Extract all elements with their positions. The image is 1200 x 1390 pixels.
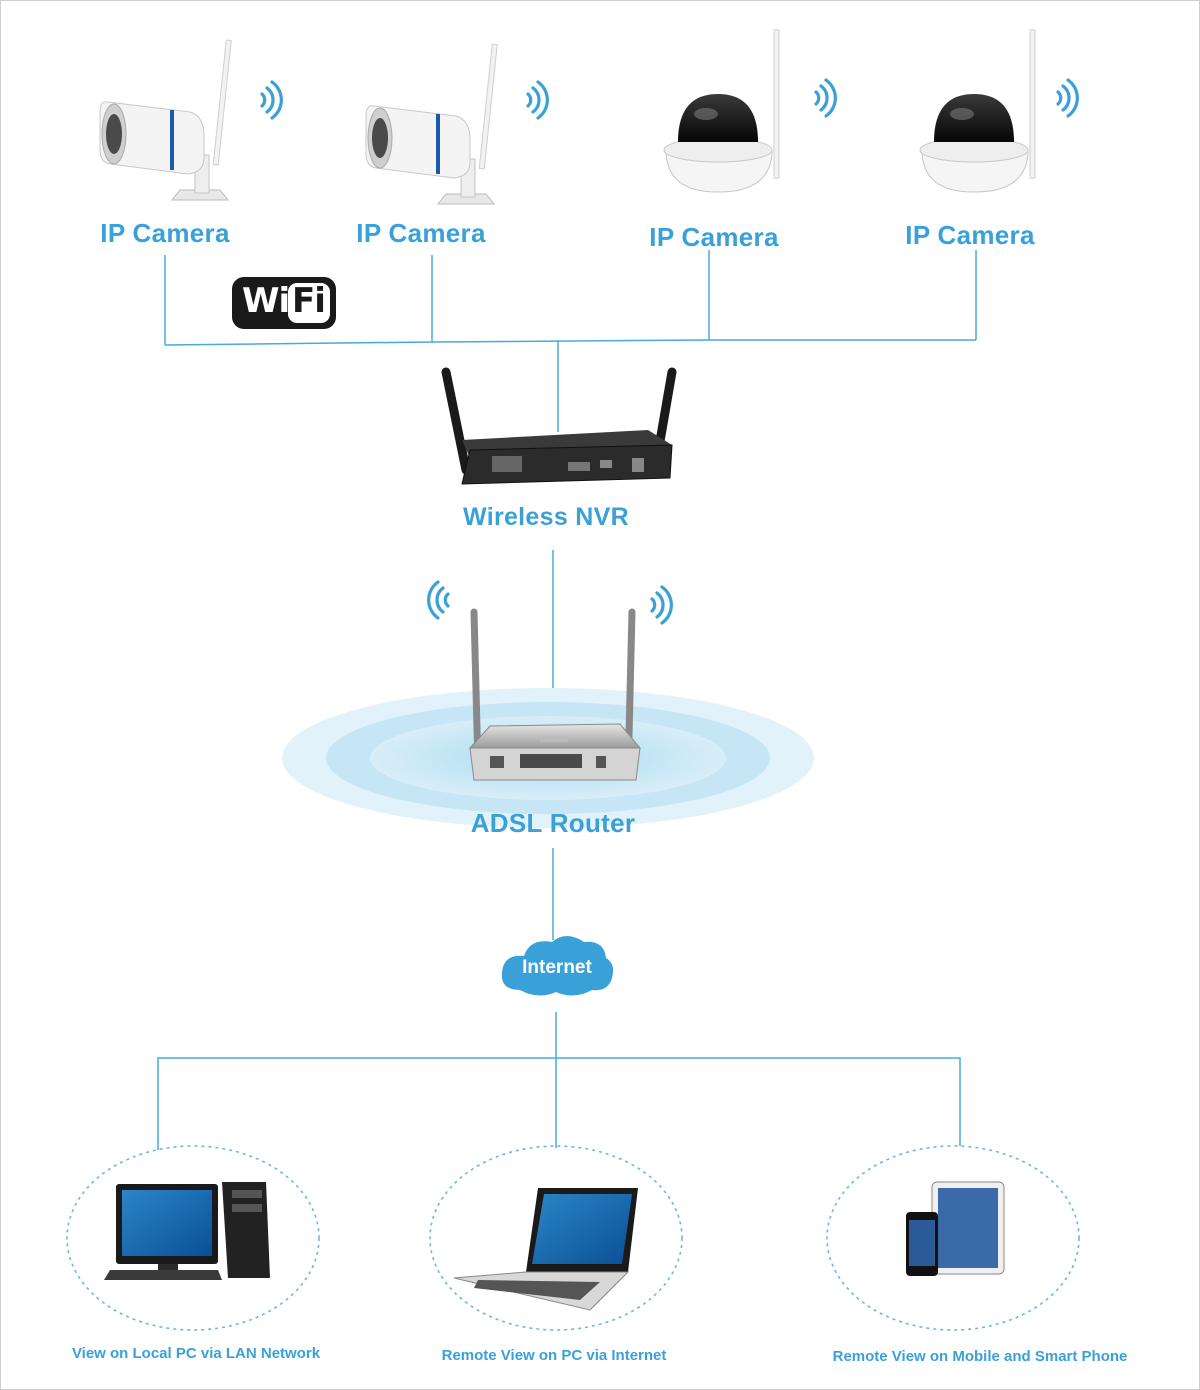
wifi-logo-icon: Wi Fi [232,277,336,329]
desktop-pc-icon [104,1182,270,1280]
connection-lines [157,250,977,1150]
tablet-phone-icon [906,1181,1005,1276]
camera-label-1: IP Camera [100,218,230,248]
dome-camera-icon [663,29,780,193]
internet-label: Internet [522,957,592,978]
router-device-icon [468,608,642,781]
client-label-remote-pc: Remote View on PC via Internet [441,1347,667,1364]
laptop-icon [453,1188,638,1311]
camera-label-3: IP Camera [649,222,779,252]
camera-label-2: IP Camera [356,218,486,248]
dome-camera-icon [919,29,1036,193]
internet-cloud-icon [501,936,614,996]
wifi-signal-icons [260,78,1079,625]
router-label: ADSL Router [470,808,636,838]
nvr-label: Wireless NVR [463,503,629,531]
wifi-logo-fi: Fi [292,281,326,321]
client-dotted-circles [66,1145,1080,1331]
bullet-camera-icon [99,39,232,201]
nvr-device-icon [441,367,677,485]
camera-label-4: IP Camera [905,220,1035,250]
bullet-camera-icon [365,43,498,205]
client-label-local-pc: View on Local PC via LAN Network [71,1345,321,1362]
wifi-logo-wi: Wi [242,281,290,321]
client-label-mobile: Remote View on Mobile and Smart Phone [832,1348,1128,1365]
